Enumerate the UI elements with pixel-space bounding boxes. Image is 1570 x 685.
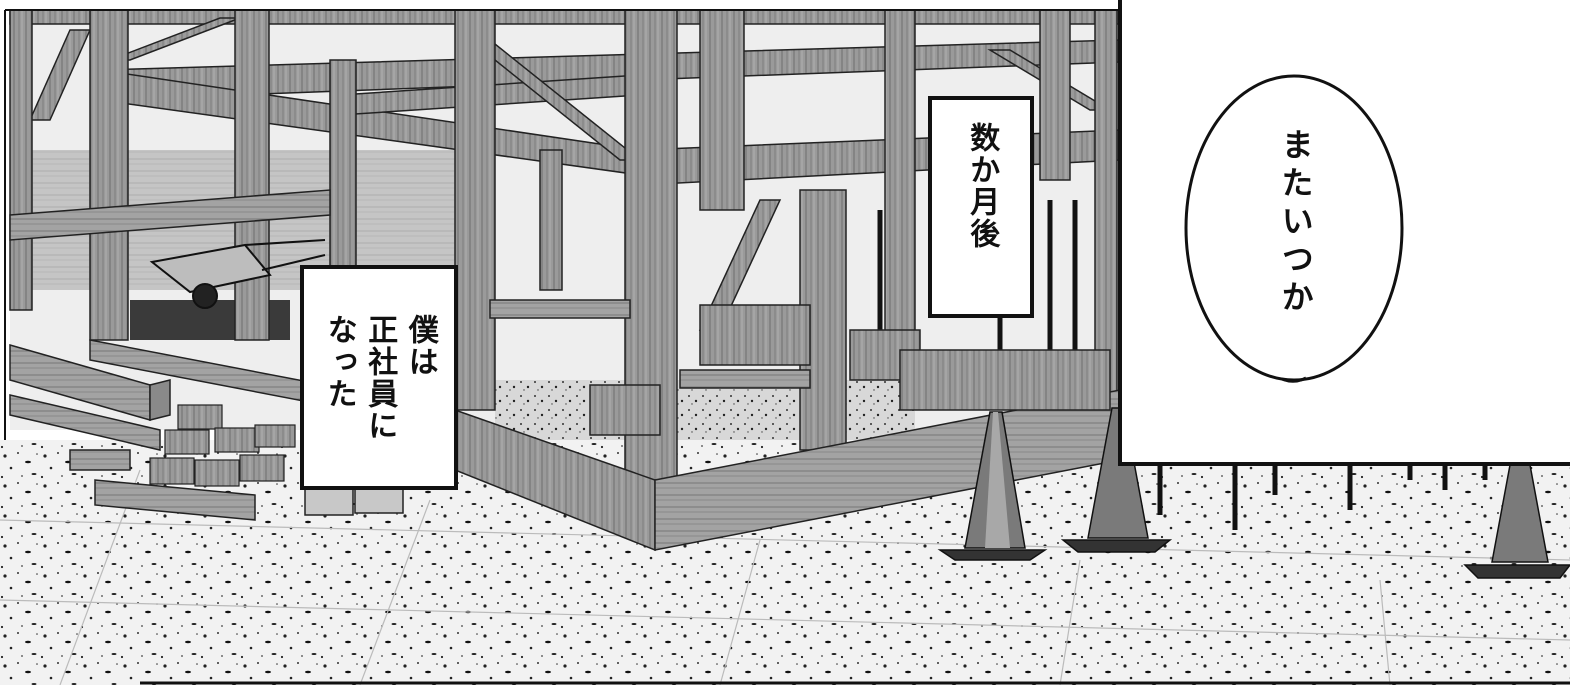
caption-box-time-skip: 数か月後 bbox=[928, 96, 1034, 318]
speech-bubble-text: またいつか bbox=[1276, 128, 1315, 318]
foundation bbox=[89, 304, 1121, 552]
traffic-cone-3 bbox=[1463, 464, 1570, 579]
caption-box-promotion: 僕は 正社員に なった bbox=[300, 265, 458, 490]
lumber-stack bbox=[9, 344, 256, 521]
block-pile bbox=[149, 404, 296, 487]
caption-text-promotion: 僕は 正社員に なった bbox=[321, 313, 438, 442]
paving-lines bbox=[0, 469, 1570, 685]
braces bbox=[28, 17, 1113, 331]
mid-beams bbox=[9, 189, 811, 389]
traffic-cone-1 bbox=[937, 411, 1048, 561]
wheelbarrow bbox=[149, 239, 326, 309]
traffic-cone-2 bbox=[1060, 407, 1173, 553]
caption-text-time-skip: 数か月後 bbox=[964, 122, 1000, 250]
speech-bubble-text-container: またいつか bbox=[1240, 128, 1350, 328]
